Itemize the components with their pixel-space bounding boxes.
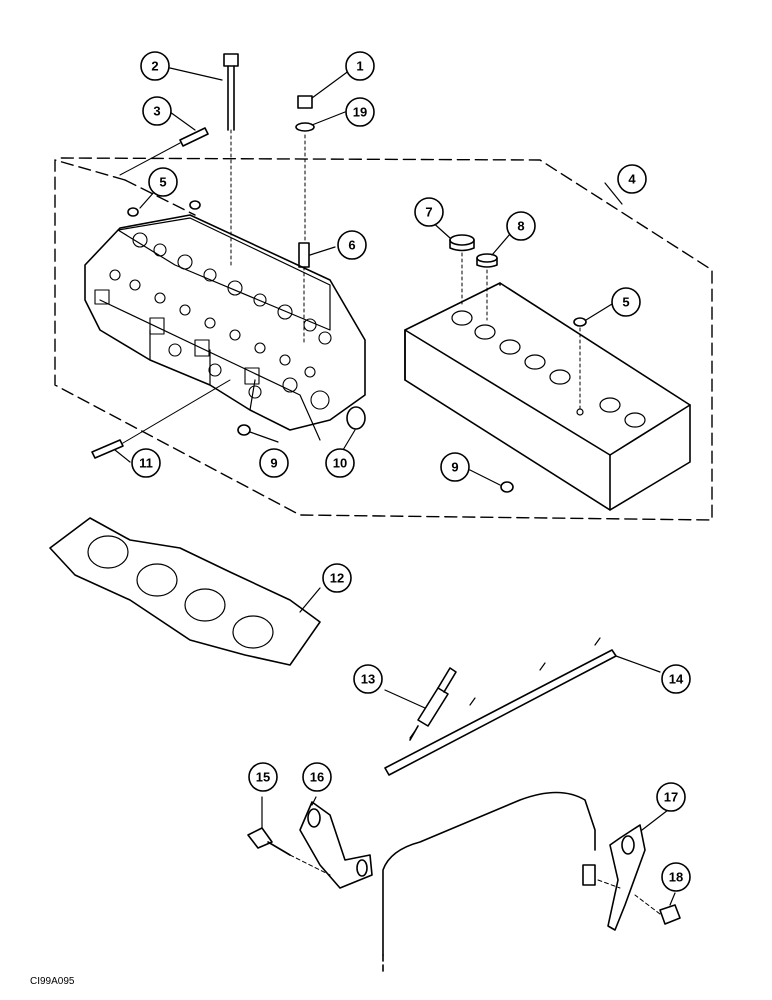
stud-3 [119, 127, 209, 176]
callout-19: 19 [353, 105, 367, 120]
callout-circle-11 [131, 448, 161, 478]
bolt-18 [634, 894, 681, 925]
bracket-16 [299, 801, 373, 889]
sleeve-6 [298, 242, 310, 346]
callout-6: 6 [348, 238, 355, 253]
cap-1 [295, 95, 315, 241]
rocker-cover [382, 791, 596, 976]
callout-numbers: 1 2 3 4 5 6 7 8 5 9 10 11 9 12 13 14 15 … [139, 59, 684, 885]
bolt-15 [247, 827, 331, 876]
callout-12: 12 [330, 571, 344, 586]
leader-lines [114, 67, 676, 906]
callout-balloons [131, 51, 691, 892]
plug-9 [237, 424, 514, 493]
callout-5b: 5 [622, 295, 629, 310]
figure-code: CI99A095 [30, 976, 75, 987]
callout-circle-5a [148, 167, 178, 197]
callout-circle-14 [661, 664, 691, 694]
plug-7 [449, 234, 475, 306]
callout-circle-5b [611, 287, 641, 317]
callout-5a: 5 [159, 175, 166, 190]
callout-circle-8 [506, 211, 536, 241]
bracket-17 [597, 824, 646, 931]
cylinder-head [84, 214, 366, 441]
callout-circle-3 [142, 96, 172, 126]
callout-9b: 9 [451, 460, 458, 475]
callout-11: 11 [139, 456, 153, 471]
callout-circle-4 [617, 164, 647, 194]
stud-11 [91, 379, 231, 459]
assembly-boundary [54, 157, 713, 521]
head-gasket-12 [49, 517, 321, 666]
callout-circle-19 [345, 97, 375, 127]
bolt-2 [223, 53, 239, 266]
washer-19 [295, 122, 315, 132]
callout-16: 16 [310, 770, 324, 785]
callout-circle-7 [414, 197, 444, 227]
callout-13: 13 [361, 672, 375, 687]
callout-8: 8 [517, 219, 524, 234]
callout-14: 14 [669, 672, 684, 687]
callout-circle-15 [248, 762, 278, 792]
callout-10: 10 [333, 456, 347, 471]
callout-circle-13 [353, 664, 383, 694]
callout-circle-16 [302, 762, 332, 792]
callout-circle-6 [337, 230, 367, 260]
callout-7: 7 [425, 205, 432, 220]
plug-10 [346, 406, 366, 430]
bus-bar-14 [384, 637, 617, 776]
callout-4: 4 [628, 172, 636, 187]
plug-8 [476, 253, 498, 321]
callout-circle-12 [322, 563, 352, 593]
callout-15: 15 [256, 770, 270, 785]
callout-circle-9a [259, 448, 289, 478]
callout-circle-18 [661, 862, 691, 892]
callout-18: 18 [669, 870, 683, 885]
callout-9a: 9 [270, 456, 277, 471]
callout-3: 3 [153, 104, 160, 119]
callout-circle-1 [345, 51, 375, 81]
dowel-5-right [573, 317, 587, 411]
callout-2: 2 [151, 59, 158, 74]
head-block-right [404, 282, 691, 511]
callout-circle-2 [140, 51, 170, 81]
callout-circle-17 [656, 782, 686, 812]
callout-1: 1 [356, 59, 363, 74]
dowels-5 [127, 200, 201, 217]
callout-circle-9b [440, 452, 470, 482]
callout-circle-10 [325, 448, 355, 478]
callout-17: 17 [664, 790, 678, 805]
